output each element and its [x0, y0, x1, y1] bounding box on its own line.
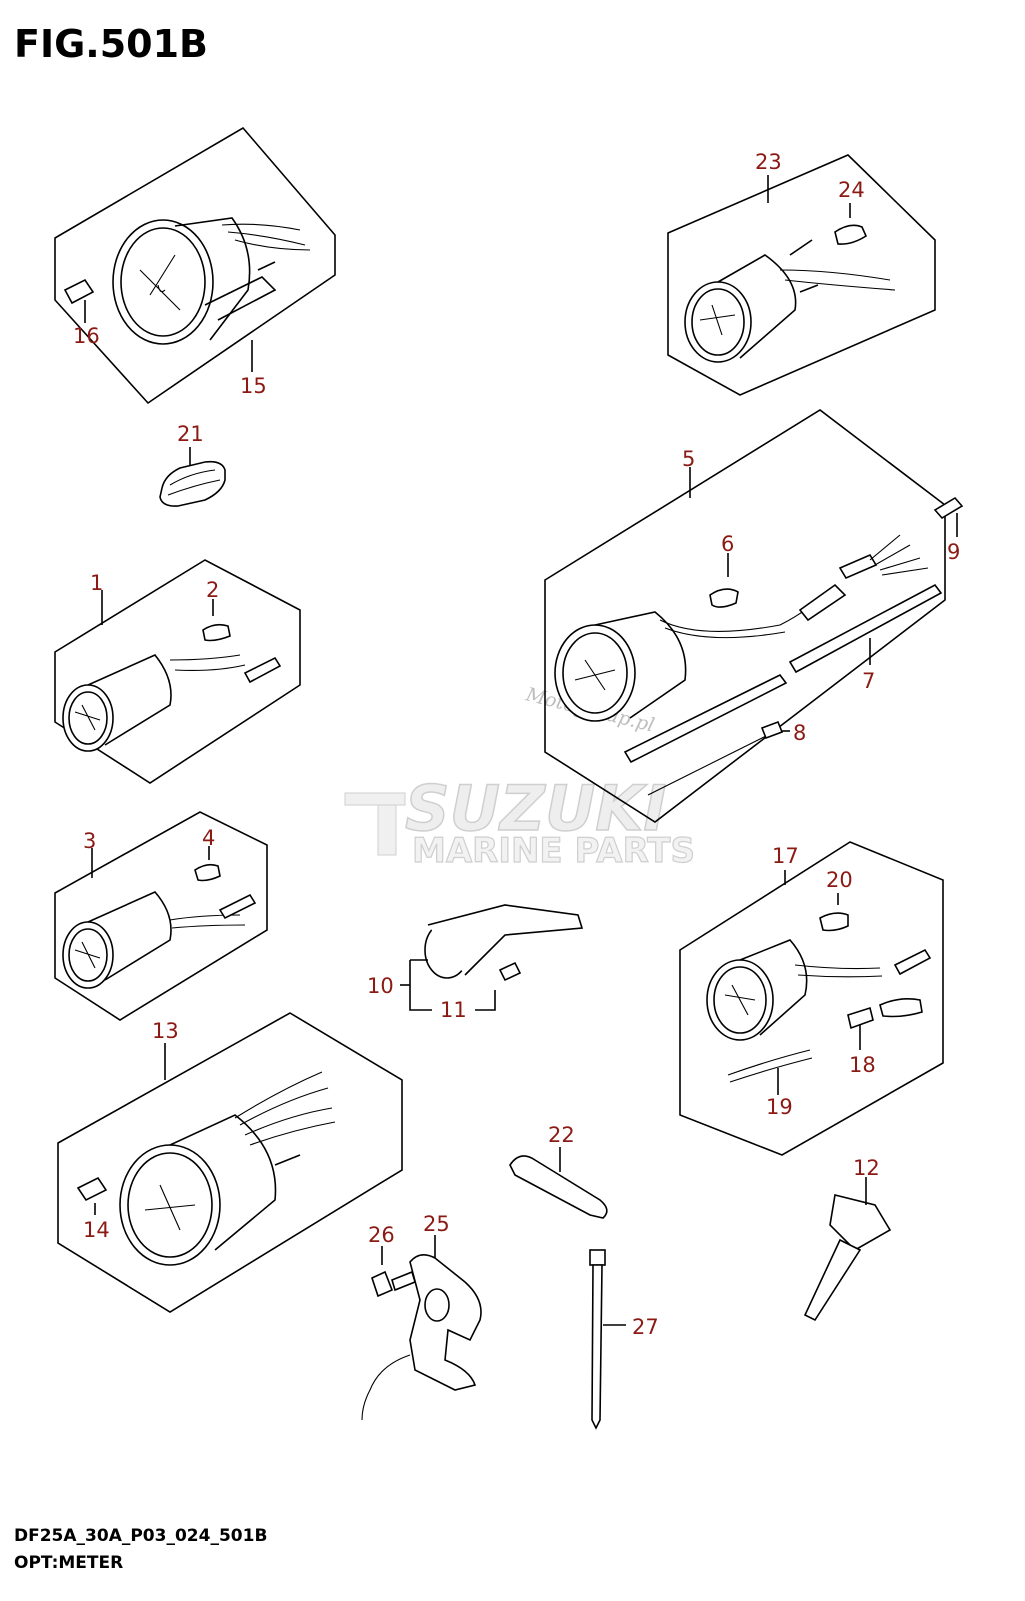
- callout-27: 27: [632, 1315, 659, 1339]
- callout-12: 12: [853, 1156, 880, 1180]
- reference-code: DF25A_30A_P03_024_501B: [14, 1526, 268, 1546]
- callout-13: 13: [152, 1019, 179, 1043]
- watermark-subtitle: MARINE PARTS: [412, 831, 695, 871]
- callout-8: 8: [793, 721, 806, 745]
- part-22-strap: [509, 1147, 608, 1219]
- callout-24: 24: [838, 178, 865, 202]
- gauge-assembly-1: [54, 559, 301, 784]
- callout-5: 5: [682, 447, 695, 471]
- callout-7: 7: [862, 669, 875, 693]
- callout-16: 16: [73, 324, 100, 348]
- callout-1: 1: [90, 571, 103, 595]
- gauge-assembly-23: [667, 154, 936, 396]
- callout-18: 18: [849, 1053, 876, 1077]
- callout-20: 20: [826, 868, 853, 892]
- figure-title: FIG.501B: [14, 22, 209, 66]
- part-25-bracket: [361, 1235, 482, 1421]
- callout-23: 23: [755, 150, 782, 174]
- callout-6: 6: [721, 532, 734, 556]
- callout-17: 17: [772, 844, 799, 868]
- watermark-logo-icon: [344, 792, 406, 856]
- callout-25: 25: [423, 1212, 450, 1236]
- callout-2: 2: [206, 578, 219, 602]
- callout-14: 14: [83, 1218, 110, 1242]
- callout-9: 9: [947, 540, 960, 564]
- callout-3: 3: [83, 829, 96, 853]
- part-12-sender: [803, 1177, 892, 1322]
- callout-10: 10: [367, 974, 394, 998]
- figure-description: OPT:METER: [14, 1553, 124, 1573]
- gauge-assembly-5: [544, 409, 964, 823]
- callouts: 1 2 3 4 5 6 7 8 9 10 11 12 13 14 15 16 1…: [73, 150, 960, 1339]
- callout-21: 21: [177, 422, 204, 446]
- part-21: [159, 447, 226, 507]
- callout-11: 11: [440, 998, 467, 1022]
- gauge-assembly-13: [57, 1012, 403, 1313]
- gauge-assembly-17: [679, 841, 944, 1156]
- gauge-assembly-3: [54, 811, 268, 1021]
- callout-15: 15: [240, 374, 267, 398]
- gauge-assembly-15: [54, 126, 336, 405]
- callout-19: 19: [766, 1095, 793, 1119]
- watermark-brand: SUZUKI: [405, 772, 666, 845]
- callout-22: 22: [548, 1123, 575, 1147]
- callout-26: 26: [368, 1223, 395, 1247]
- part-10-bracket: [400, 904, 584, 1011]
- callout-4: 4: [202, 826, 215, 850]
- watermark: SUZUKI MARINE PARTS Motogroup.pl: [344, 683, 696, 872]
- part-27-cable-tie: [589, 1249, 626, 1430]
